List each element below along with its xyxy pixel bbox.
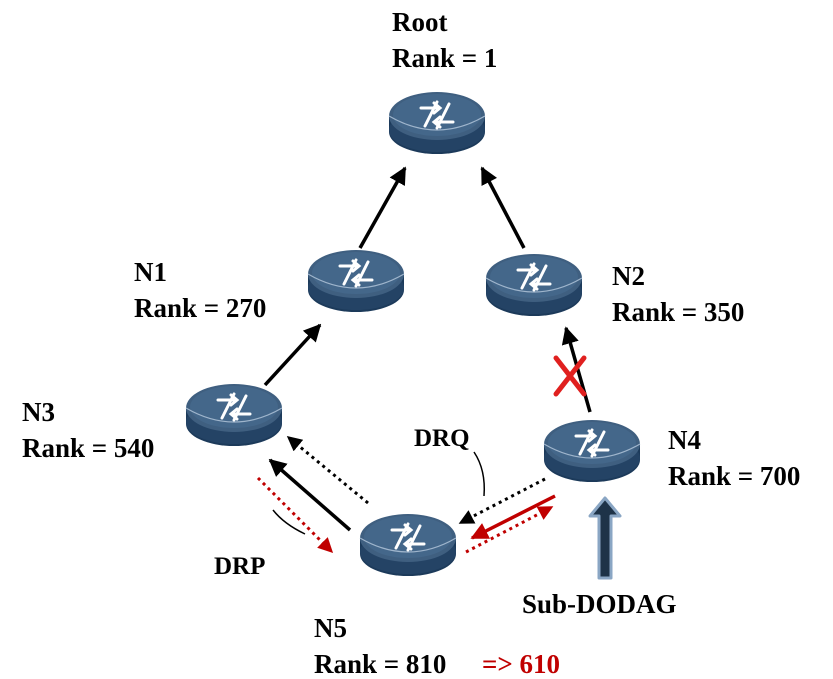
repair-messages xyxy=(256,435,556,554)
n4-name: N4 xyxy=(668,425,701,455)
n2-name: N2 xyxy=(612,261,645,291)
router-n2 xyxy=(484,252,584,318)
drq-n4-to-n5 xyxy=(458,477,546,525)
block-arrow-up-icon xyxy=(588,496,622,580)
drp-label: DRP xyxy=(214,553,266,580)
n5-new-rank: => 610 xyxy=(482,649,561,679)
router-icon xyxy=(484,252,584,318)
sub-dodag-label: Sub-DODAG xyxy=(522,589,677,619)
drq-label: DRQ xyxy=(414,425,470,452)
n1-rank: Rank = 270 xyxy=(134,293,267,323)
n4-rank: Rank = 700 xyxy=(668,461,801,491)
drq-callout-line xyxy=(473,451,486,497)
router-icon xyxy=(306,248,406,314)
link-n5-n3 xyxy=(268,458,352,532)
root-name: Root xyxy=(392,7,448,37)
root-rank: Rank = 1 xyxy=(392,43,498,73)
drp-n3-to-n5 xyxy=(256,476,334,554)
router-icon xyxy=(184,382,284,448)
drp-n5-to-n4 xyxy=(465,505,554,554)
cross-icon xyxy=(553,355,587,397)
link-n4-n2-broken xyxy=(561,326,592,413)
router-icon xyxy=(387,90,487,156)
n5-rank: Rank = 810 xyxy=(314,649,447,679)
n1-name: N1 xyxy=(134,257,167,287)
router-n3 xyxy=(184,382,284,448)
router-icon xyxy=(358,512,458,578)
router-icon xyxy=(542,418,642,484)
n2-rank: Rank = 350 xyxy=(612,297,745,327)
drp-callout-line xyxy=(272,509,306,535)
router-n4 xyxy=(542,418,642,484)
router-root xyxy=(387,90,487,156)
link-n1-root xyxy=(358,166,407,249)
new-link-n4-n5 xyxy=(470,494,556,540)
n5-name: N5 xyxy=(314,613,347,643)
parent-links xyxy=(263,166,592,532)
link-n3-n1 xyxy=(263,323,322,387)
n3-name: N3 xyxy=(22,397,55,427)
link-n2-root xyxy=(480,166,526,249)
router-n5 xyxy=(358,512,458,578)
drq-n5-to-n3 xyxy=(286,435,369,505)
n3-rank: Rank = 540 xyxy=(22,433,155,463)
router-n1 xyxy=(306,248,406,314)
